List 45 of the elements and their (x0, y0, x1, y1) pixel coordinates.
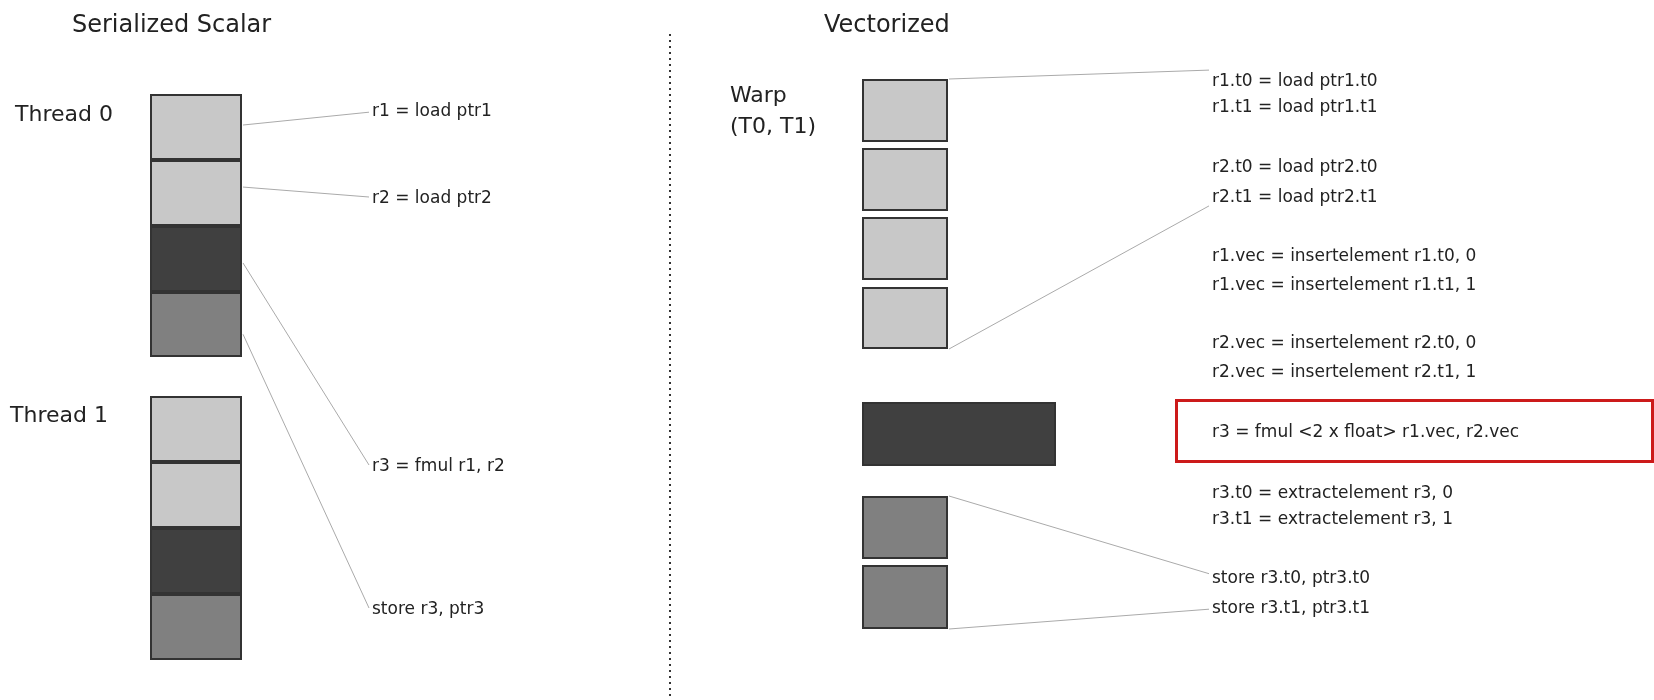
instruction-block (150, 528, 242, 594)
instruction-block (150, 292, 242, 357)
instruction-text: store r3.t0, ptr3.t0 (1212, 566, 1371, 588)
leader-line (948, 495, 1210, 575)
instruction-text: r2 = load ptr2 (372, 186, 492, 208)
instruction-block (862, 217, 948, 280)
instruction-block (150, 94, 242, 160)
instruction-block (862, 402, 1056, 466)
instruction-text: r3.t0 = extractelement r3, 0 (1212, 481, 1453, 504)
instruction-text: r3.t1 = extractelement r3, 1 (1212, 507, 1453, 530)
instruction-block (150, 226, 242, 292)
instruction-block (150, 160, 242, 226)
warp-label: Warp (T0, T1) (730, 81, 818, 140)
instruction-block (862, 79, 948, 142)
leader-line (948, 205, 1210, 350)
instruction-text: r1.t1 = load ptr1.t1 (1212, 95, 1378, 118)
instruction-text: store r3, ptr3 (372, 597, 485, 619)
instruction-block (150, 396, 242, 462)
leader-line (242, 262, 370, 466)
leader-line (948, 608, 1210, 630)
instruction-text: r3 = fmul r1, r2 (372, 454, 505, 476)
instruction-text: r1.t0 = load ptr1.t0 (1212, 69, 1378, 91)
thread-label: Thread 1 (10, 401, 108, 429)
leader-line (948, 69, 1210, 80)
instruction-text: store r3.t1, ptr3.t1 (1212, 596, 1371, 618)
instruction-block (862, 496, 948, 559)
instruction-text: r2.t0 = load ptr2.t0 (1212, 155, 1378, 178)
instruction-text: r2.vec = insertelement r2.t1, 1 (1212, 360, 1477, 383)
panel-heading: Serialized Scalar (72, 9, 272, 40)
instruction-text: r1.vec = insertelement r1.t0, 0 (1212, 244, 1477, 267)
instruction-block (862, 565, 948, 629)
instruction-block (862, 148, 948, 211)
panel-heading: Vectorized (824, 9, 950, 40)
leader-line (242, 333, 370, 609)
highlighted-instruction-box: r3 = fmul <2 x float> r1.vec, r2.vec (1175, 399, 1654, 463)
instruction-block (150, 462, 242, 528)
instruction-text: r1.vec = insertelement r1.t1, 1 (1212, 273, 1477, 296)
instruction-text: r2.t1 = load ptr2.t1 (1212, 185, 1378, 207)
thread-label: Thread 0 (15, 100, 113, 128)
leader-line (242, 186, 370, 198)
instruction-block (150, 594, 242, 660)
instruction-text: r2.vec = insertelement r2.t0, 0 (1212, 331, 1477, 354)
instruction-text: r1 = load ptr1 (372, 99, 492, 121)
instruction-block (862, 287, 948, 349)
leader-line (242, 111, 370, 126)
